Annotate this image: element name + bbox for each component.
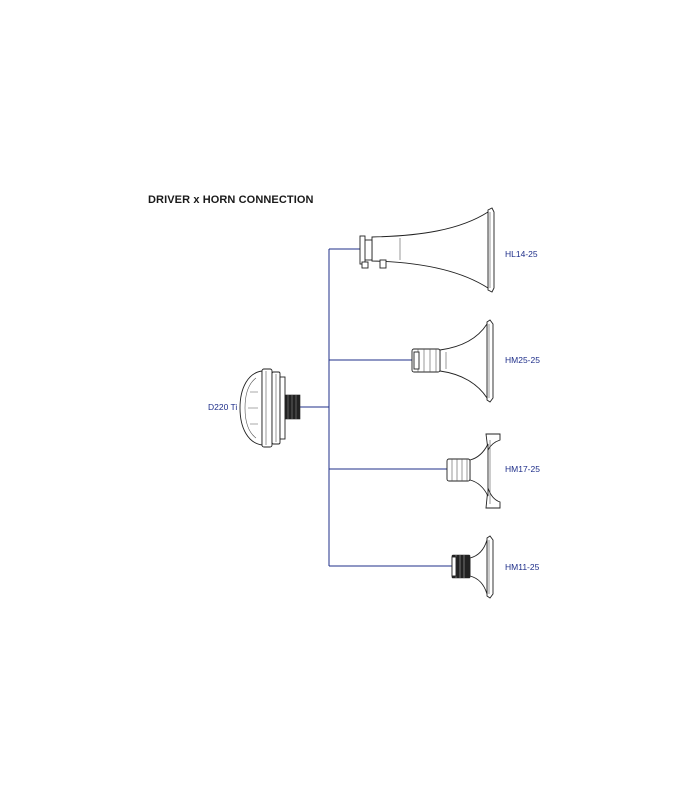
diagram-title: DRIVER x HORN CONNECTION — [148, 194, 314, 206]
horn-label-hm11-25: HM11-25 — [505, 562, 540, 572]
horn-hm17-25 — [446, 433, 501, 509]
connector-lines — [300, 248, 452, 567]
driver-label: D220 Ti — [208, 402, 238, 412]
horn-hl14-25 — [359, 207, 495, 293]
horn-label-hm25-25: HM25-25 — [505, 355, 540, 365]
horn-label-hl14-25: HL14-25 — [505, 249, 538, 259]
horn-hm25-25 — [411, 319, 494, 403]
driver-d220-ti — [239, 368, 301, 448]
horn-hm11-25 — [451, 535, 494, 599]
horn-label-hm17-25: HM17-25 — [505, 464, 540, 474]
